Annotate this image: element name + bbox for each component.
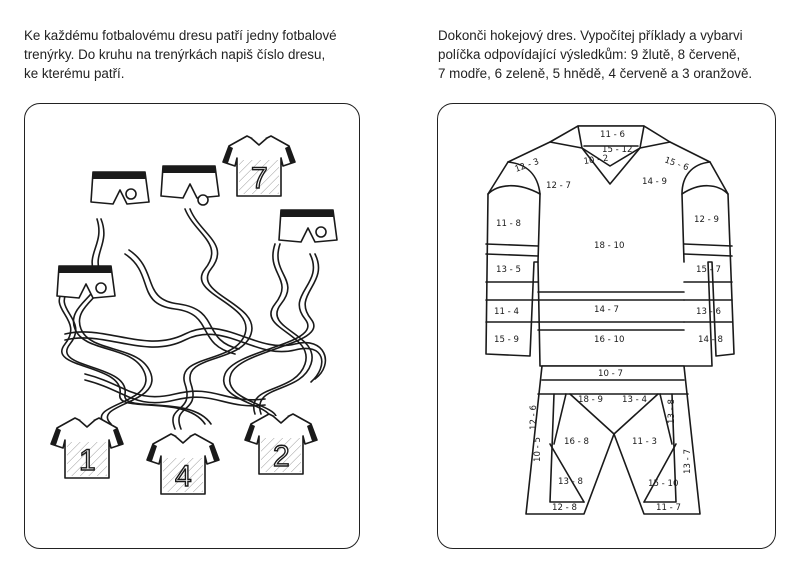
eq-chest-left: 12 - 7 [546, 181, 571, 191]
eq-pants-right-top: 13 - 4 [622, 395, 647, 405]
shorts-3-number-circle[interactable] [315, 226, 327, 238]
eq-pants-left-top: 18 - 9 [578, 395, 603, 405]
maze-paths [58, 208, 327, 430]
right-instruction-line-2: políčka odpovídající výsledkům: 9 žlutě,… [438, 47, 741, 62]
eq-pants-left-mid: 16 - 8 [564, 437, 589, 447]
bottom-jersey-3: 2 [244, 413, 318, 475]
football-maze-illustration: 7 1 4 2 [50, 135, 338, 495]
eq-collar-mid: 15 - 12 [602, 145, 632, 155]
eq-pants-left-side: 12 - 6 [529, 405, 539, 430]
shorts-1 [90, 171, 150, 205]
eq-left-cuff-upper: 11 - 4 [494, 307, 519, 317]
top-jersey: 7 [222, 135, 296, 197]
eq-body-stripe: 14 - 7 [594, 305, 619, 315]
eq-pants-left-hem: 12 - 8 [552, 503, 577, 513]
eq-body-center: 18 - 10 [594, 241, 624, 251]
shorts-1-number-circle[interactable] [125, 188, 137, 200]
eq-pants-right-hem: 11 - 7 [656, 503, 681, 513]
eq-pants-right-mid: 11 - 3 [632, 437, 657, 447]
hockey-jersey-illustration: 11 - 6 15 - 12 10 - 2 12 - 3 15 - 6 12 -… [485, 125, 735, 515]
shorts-4 [56, 265, 116, 299]
eq-right-mid-arm: 15 - 7 [696, 265, 721, 275]
eq-left-cuff: 15 - 9 [494, 335, 519, 345]
bottom-jersey-1-number: 1 [79, 444, 96, 477]
right-instruction: Dokonči hokejový dres. Vypočítej příklad… [438, 26, 752, 83]
bottom-jersey-2-number: 4 [175, 460, 192, 493]
right-instruction-line-1: Dokonči hokejový dres. Vypočítej příklad… [438, 28, 743, 43]
eq-right-cuff: 14 - 8 [698, 335, 723, 345]
eq-pants-left-inner: 10 - 5 [533, 437, 543, 462]
eq-right-upper-arm: 12 - 9 [694, 215, 719, 225]
shorts-2-number-circle[interactable] [197, 194, 209, 206]
left-instruction-line-3: ke kterému patří. [24, 66, 125, 81]
left-instruction-line-2: trenýrky. Do kruhu na trenýrkách napiš č… [24, 47, 326, 62]
eq-pants-right-outer: 13 - 7 [683, 449, 693, 474]
eq-waistband: 10 - 7 [598, 369, 623, 379]
bottom-jersey-3-number: 2 [273, 440, 290, 473]
eq-collar-top: 11 - 6 [600, 130, 625, 140]
eq-chest-right: 14 - 9 [642, 177, 667, 187]
eq-left-mid-arm: 13 - 5 [496, 265, 521, 275]
eq-pants-right-low: 15 - 10 [648, 479, 678, 489]
eq-pants-left-low: 13 - 8 [558, 477, 583, 487]
shorts-4-number-circle[interactable] [95, 282, 107, 294]
bottom-jersey-1: 1 [50, 417, 124, 479]
hockey-pants [525, 365, 701, 515]
eq-pants-right-side: 13 - 8 [667, 399, 677, 424]
eq-right-cuff-upper: 13 - 6 [696, 307, 721, 317]
eq-left-upper-arm: 11 - 8 [496, 219, 521, 229]
right-instruction-line-3: 7 modře, 6 zeleně, 5 hnědě, 4 červeně a … [438, 66, 753, 81]
left-instruction-line-1: Ke každému fotbalovému dresu patří jedny… [24, 28, 337, 43]
bottom-jersey-2: 4 [146, 433, 220, 495]
football-maze-panel: 7 1 4 2 [24, 103, 360, 549]
hockey-jersey-panel: 11 - 6 15 - 12 10 - 2 12 - 3 15 - 6 12 -… [437, 103, 776, 549]
eq-collar-low: 10 - 2 [583, 154, 609, 167]
hockey-jersey-top [485, 125, 735, 367]
shorts-3 [278, 209, 338, 243]
left-instruction: Ke každému fotbalovému dresu patří jedny… [24, 26, 337, 83]
top-jersey-number: 7 [251, 162, 268, 195]
eq-body-bottom: 16 - 10 [594, 335, 624, 345]
shorts-2 [160, 165, 220, 199]
